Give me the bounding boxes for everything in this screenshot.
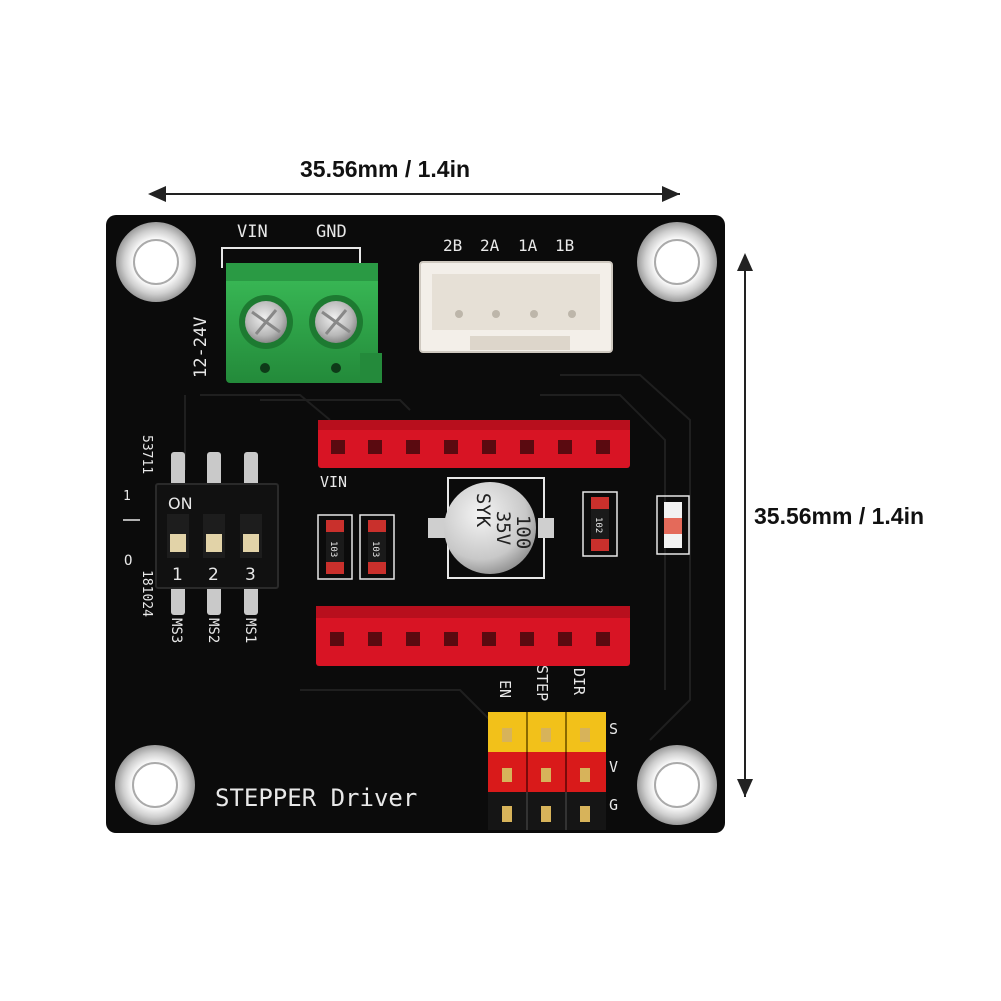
screw-terminal — [226, 263, 382, 383]
motor-pin-label: 2B — [443, 236, 462, 255]
control-row-label-g: G — [609, 796, 618, 814]
dip-pin-label-ms2: MS2 — [205, 618, 221, 643]
terminal-silk-outline — [221, 247, 361, 268]
pcb-traces — [184, 374, 691, 741]
control-row-label-s: S — [609, 720, 618, 738]
female-header-bottom — [316, 606, 630, 666]
dip-number-1: 1 — [172, 565, 183, 585]
dip-pin-label-ms3: MS3 — [168, 618, 184, 643]
resistor-3: 102 — [582, 491, 618, 557]
mounting-hole-bottom-right — [637, 745, 717, 825]
control-pin-label-step: STEP — [533, 665, 551, 701]
control-pin-label-dir: DIR — [570, 668, 588, 696]
electrolytic-capacitor: SYK 35V 100 — [428, 477, 554, 579]
led — [656, 495, 690, 555]
resistor-1: 103 — [317, 514, 353, 580]
motor-pin-label: 1B — [555, 236, 574, 255]
motor-pin-label: 2A — [480, 236, 500, 255]
control-row-label-v: V — [609, 758, 618, 776]
capacitor-label-line1: SYK — [472, 493, 494, 528]
voltage-label: 12-24V — [191, 317, 211, 378]
width-dimension-label: 35.56mm / 1.4in — [300, 156, 471, 182]
mounting-hole-top-left — [116, 222, 196, 302]
dip-side-text-bottom: 181024 — [139, 570, 154, 617]
dip-toggle-1[interactable] — [170, 534, 186, 552]
dip-pin-label-ms1: MS1 — [242, 618, 258, 643]
control-pin-header — [488, 712, 606, 830]
mounting-hole-bottom-left — [115, 745, 195, 825]
vin-power-label: VIN — [237, 222, 268, 242]
control-pin-label-en: EN — [496, 680, 514, 698]
resistor-code: 103 — [328, 541, 338, 557]
capacitor-label-line2: 35V — [492, 511, 514, 545]
board-title: STEPPER Driver — [215, 784, 417, 812]
dip-side-text-o: O — [124, 553, 132, 569]
height-dimension-label: 35.56mm / 1.4in — [754, 503, 925, 529]
header-vin-label: VIN — [320, 473, 347, 491]
motor-connector — [419, 261, 613, 353]
dip-side-text-top: 53711 — [139, 435, 154, 474]
dip-switch[interactable]: ON 1 2 3 — [155, 452, 279, 615]
resistor-2: 103 — [359, 514, 395, 580]
dip-side-text-mid: 1 — [123, 489, 131, 504]
gnd-power-label: GND — [316, 222, 347, 242]
dip-on-label: ON — [168, 494, 193, 513]
dip-number-2: 2 — [208, 565, 219, 585]
mounting-hole-top-right — [637, 222, 717, 302]
resistor-code: 102 — [593, 517, 603, 533]
capacitor-label-line3: 100 — [512, 515, 534, 549]
dip-toggle-2[interactable] — [206, 534, 222, 552]
female-header-top — [318, 420, 630, 468]
dip-toggle-3[interactable] — [243, 534, 259, 552]
resistor-code: 103 — [370, 541, 380, 557]
motor-pin-label: 1A — [518, 236, 538, 255]
dip-number-3: 3 — [245, 565, 256, 585]
